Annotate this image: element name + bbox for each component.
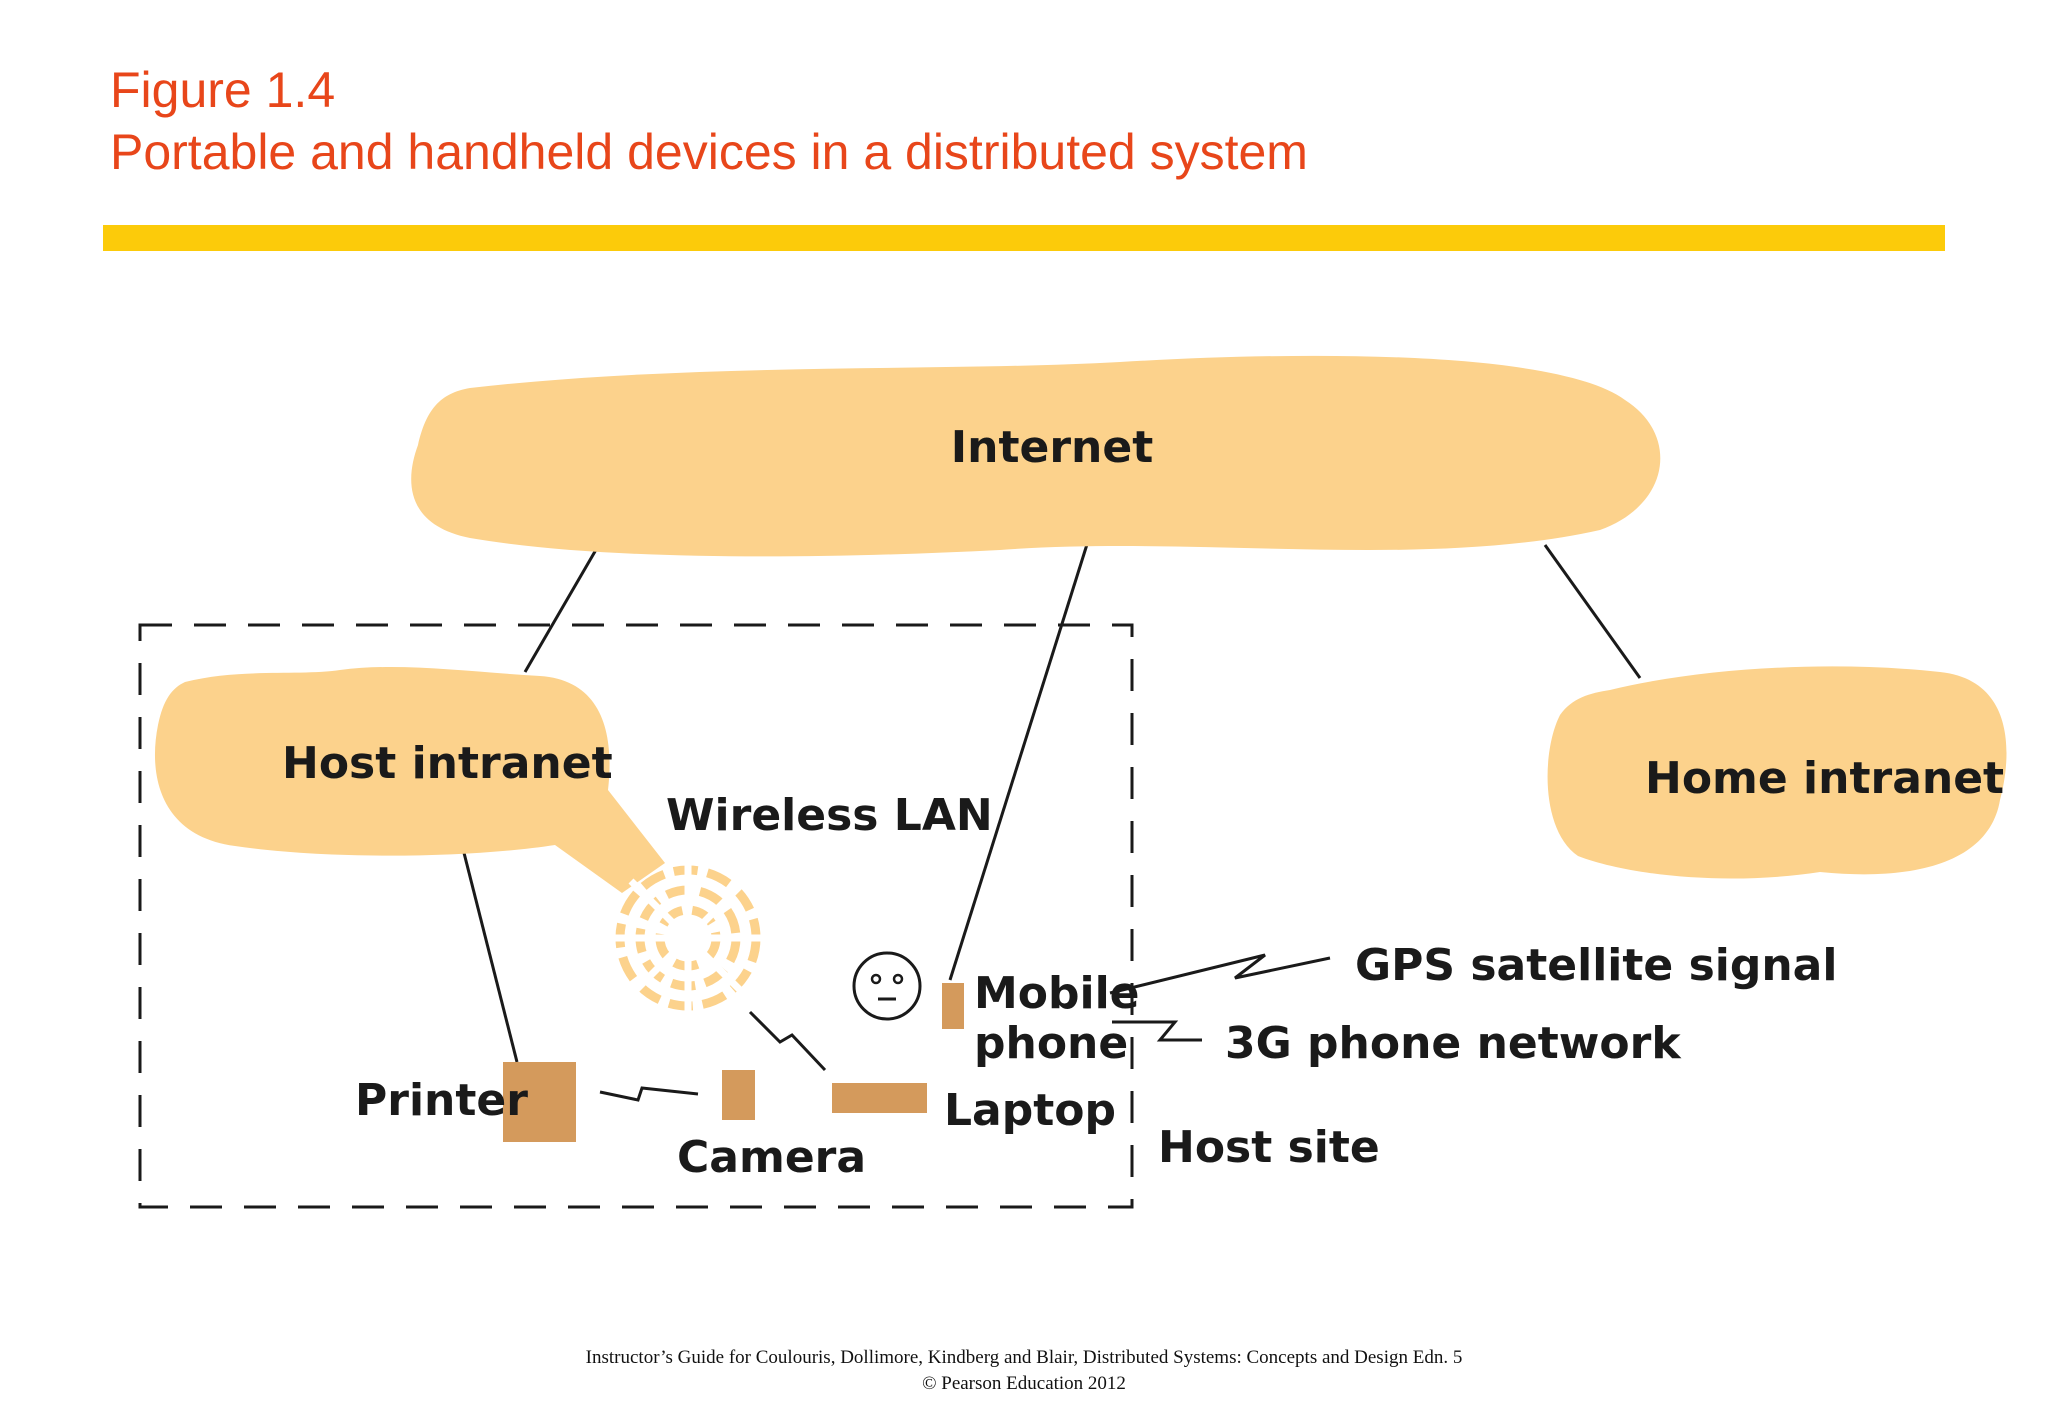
figure-title: Portable and handheld devices in a distr… — [110, 124, 1308, 180]
internet-cloud — [411, 355, 1661, 557]
camera-label: Camera — [677, 1132, 866, 1183]
phone-network-label: 3G phone network — [1225, 1018, 1682, 1069]
gps-label: GPS satellite signal — [1355, 940, 1837, 991]
mobile-phone-device — [942, 983, 964, 1029]
footer-citation: Instructor’s Guide for Coulouris, Dollim… — [585, 1347, 1463, 1368]
internet-label: Internet — [951, 422, 1153, 473]
internet-host-link — [523, 547, 599, 673]
title-underline-bar — [103, 225, 1945, 251]
mobile-label-line2: phone — [974, 1018, 1128, 1069]
home-intranet-cloud — [1547, 666, 2007, 879]
host-site-boundary — [138, 623, 1134, 1209]
laptop-label: Laptop — [944, 1085, 1116, 1136]
gps-signal-zigzag — [1109, 953, 1331, 995]
host-intranet-label: Host intranet — [282, 738, 613, 789]
wireless-lan-icon — [608, 858, 768, 1018]
host-site-label: Host site — [1158, 1122, 1380, 1173]
figure-number: Figure 1.4 — [110, 62, 336, 118]
phone-network-zigzag — [1112, 1020, 1202, 1042]
printer-camera-zigzag — [599, 1086, 699, 1102]
host-intranet-cloud — [154, 666, 665, 893]
wlan-laptop-zigzag — [748, 1010, 827, 1072]
home-intranet-label: Home intranet — [1645, 753, 2004, 804]
footer-copyright: © Pearson Education 2012 — [922, 1373, 1126, 1394]
user-face-icon — [852, 951, 922, 1021]
printer-label: Printer — [355, 1075, 528, 1126]
wireless-lan-label: Wireless LAN — [666, 790, 993, 841]
internet-home-link — [1543, 544, 1642, 679]
internet-mobile-link — [948, 537, 1091, 981]
camera-device — [722, 1070, 755, 1120]
host-printer-link — [460, 844, 519, 1063]
laptop-device — [832, 1083, 927, 1113]
printer-device — [503, 1062, 576, 1142]
mobile-label-line1: Mobile — [974, 968, 1140, 1019]
